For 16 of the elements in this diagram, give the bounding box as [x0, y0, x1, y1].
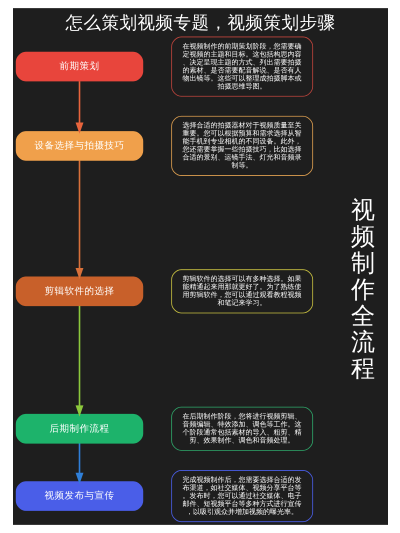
diagram-title: 怎么策划视频专题，视频策划步骤: [65, 14, 335, 34]
node-box: 剪辑软件的选择: [15, 276, 143, 306]
node-box: 后期制作流程: [15, 414, 143, 444]
node-box: 完成视频制作后，您需要选择合适的发布渠道，如社交媒体、视频分享平台等。发布时，您可以通过社交媒体、电子邮件、短视频平台等多种方式进行宣传，以吸引观众并增加视频的曝光率。: [170, 470, 313, 522]
node-box: 剪辑软件的选择可以有多种选择。如果能精通起来用那就更好了。为了熟练使用剪辑软件，您可以通过观看教程视频和笔记来学习。: [170, 269, 313, 314]
arrow: [75, 81, 83, 134]
node-box: 前期策划: [15, 52, 143, 82]
node-box: 设备选择与拍摄技巧: [15, 131, 143, 161]
arrow: [75, 160, 83, 280]
arrow: [75, 306, 83, 417]
node-box: 视频发布与宣传: [15, 481, 143, 511]
node-box: 在后期制作阶段，您将进行视频剪辑、音频编辑、特效添加、调色等工作。这个阶段通常包括素材的导入、粗剪、精剪、效果制作、调色和音频处理。: [170, 406, 313, 451]
label: 视频制作全流程: [350, 196, 375, 383]
arrow: [75, 444, 83, 484]
node-box: 选择合适的拍摄器材对于视频质量至关重要。您可以根据预算和需求选择从智能手机到专业相机的不同设备。此外，您还需要掌握一些拍摄技巧，比如选择合适的景别、运镜手法、灯光和音频录制等。: [170, 116, 313, 176]
node-box: 在视频制作的前期策划阶段，您需要确定视频的主题和目标。这包括构思内容、决定呈现主题的方式、列出需要拍摄的素材、是否需要配音解说、是否有人物出镜等。这些可以整理成拍摄脚本或拍摄思维导图。: [170, 36, 313, 97]
